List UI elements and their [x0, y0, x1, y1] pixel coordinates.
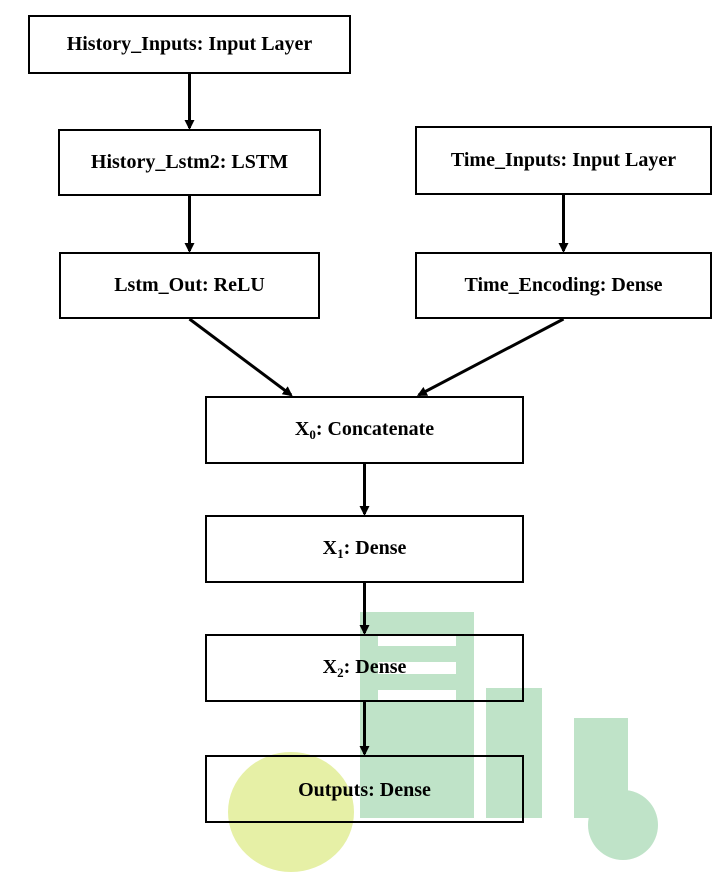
history-inputs-label: History_Inputs: Input Layer [66, 33, 313, 55]
diagram-edges [184, 74, 569, 756]
time-encoding-node: Time_Encoding: Dense [415, 252, 712, 319]
lstm-out-label: Lstm_Out: ReLU [114, 274, 265, 296]
time-inputs-node: Time_Inputs: Input Layer [415, 126, 712, 195]
x0-label: X0: Concatenate [294, 417, 435, 442]
time-encoding-label: Time_Encoding: Dense [464, 274, 663, 296]
x2-dense-node: X2: Dense [205, 634, 524, 702]
history-lstm2-label: History_Lstm2: LSTM [90, 151, 289, 173]
outputs-label: Outputs: Dense [298, 779, 431, 801]
lstm-out-node: Lstm_Out: ReLU [59, 252, 320, 319]
x0-concatenate-node: X0: Concatenate [205, 396, 524, 464]
history-inputs-node: History_Inputs: Input Layer [28, 15, 351, 74]
time-inputs-label: Time_Inputs: Input Layer [450, 149, 677, 171]
outputs-dense-node: Outputs: Dense [205, 755, 524, 823]
history-lstm2-node: History_Lstm2: LSTM [58, 129, 321, 196]
edge-lstm-out-to-x0 [188, 317, 293, 397]
edge-time-encoding-to-x0 [416, 317, 565, 397]
x2-label: X2: Dense [322, 655, 407, 680]
x1-dense-node: X1: Dense [205, 515, 524, 583]
x1-label: X1: Dense [322, 536, 407, 561]
